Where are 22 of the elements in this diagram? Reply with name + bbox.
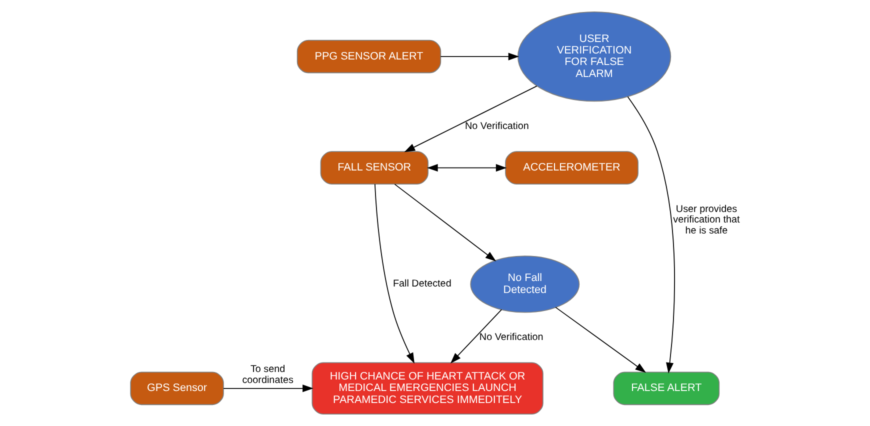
node-box: GPS Sensor xyxy=(130,372,224,406)
edge-label: Fall Detected xyxy=(392,278,452,290)
node-box: FALL SENSOR xyxy=(320,151,428,184)
arrow xyxy=(374,184,414,364)
node-box: PPG SENSOR ALERT xyxy=(296,40,442,74)
node-box: FALSE ALERT xyxy=(613,372,720,406)
arrow xyxy=(627,96,675,374)
node-box: HIGH CHANCE OF HEART ATTACK OR MEDICAL EMERGENCIES LAUNCH PARAMEDIC SERVICES IMMEDITELY xyxy=(312,362,544,415)
node-box: ACCELEROMETER xyxy=(505,151,638,184)
arrow xyxy=(427,164,507,172)
arrow xyxy=(394,184,496,262)
arrow xyxy=(223,384,314,392)
node-ellipse: No Fall Detected xyxy=(470,256,580,313)
arrow xyxy=(440,52,520,60)
node-ellipse: USER VERIFICATION FOR FALSE ALARM xyxy=(518,11,672,102)
arrow xyxy=(450,309,502,364)
edge-label: No Verification xyxy=(465,120,529,132)
edge-label: User provides verification that he is safe xyxy=(673,204,740,236)
edge-label: No Verification xyxy=(479,332,544,343)
arrow xyxy=(555,306,646,373)
arrow xyxy=(404,86,538,152)
edge-label: To send coordinates xyxy=(242,364,294,386)
